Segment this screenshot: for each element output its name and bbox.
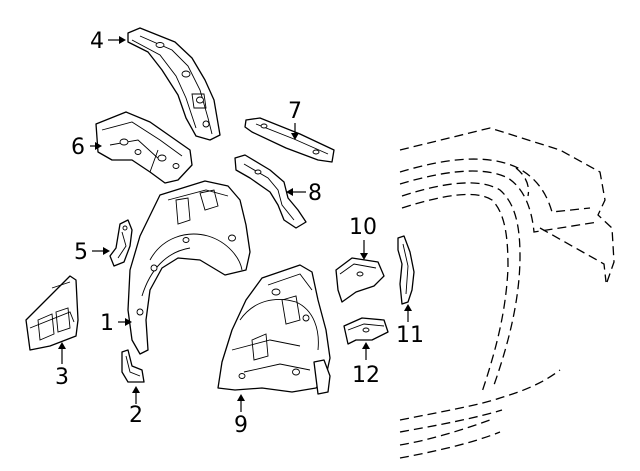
part-7-rail-bracket bbox=[244, 117, 335, 163]
part-10-angled-bracket bbox=[335, 257, 385, 303]
part-4-pillar-reinforcement bbox=[127, 27, 221, 141]
part-11-vertical-strap bbox=[397, 235, 415, 305]
callout-6: 6 bbox=[71, 135, 85, 160]
part-12-lower-bracket bbox=[343, 317, 389, 345]
callout-9: 9 bbox=[234, 413, 248, 438]
callout-labels: 1 2 3 4 5 6 7 8 9 10 11 12 bbox=[55, 29, 424, 438]
callout-5: 5 bbox=[74, 240, 88, 265]
callout-8: 8 bbox=[308, 181, 322, 206]
part-1-wheelhouse-inner bbox=[127, 180, 251, 355]
callout-4: 4 bbox=[90, 29, 104, 54]
callout-11: 11 bbox=[396, 323, 424, 348]
part-2-corner-bracket bbox=[121, 349, 145, 383]
callout-3: 3 bbox=[55, 365, 69, 390]
part-3-lower-extension bbox=[25, 275, 79, 351]
callout-10: 10 bbox=[349, 215, 377, 240]
part-5-bracket bbox=[109, 219, 133, 267]
leader-lines bbox=[58, 36, 412, 412]
callout-7: 7 bbox=[288, 99, 302, 124]
part-6-inner-upper-panel bbox=[95, 111, 193, 184]
quarter-panel-outline bbox=[399, 127, 615, 459]
callout-2: 2 bbox=[129, 403, 143, 428]
part-8-channel-bracket bbox=[234, 154, 307, 229]
part-9-quarter-inner-assembly bbox=[217, 264, 331, 395]
callout-12: 12 bbox=[352, 363, 380, 388]
callout-1: 1 bbox=[100, 311, 114, 336]
